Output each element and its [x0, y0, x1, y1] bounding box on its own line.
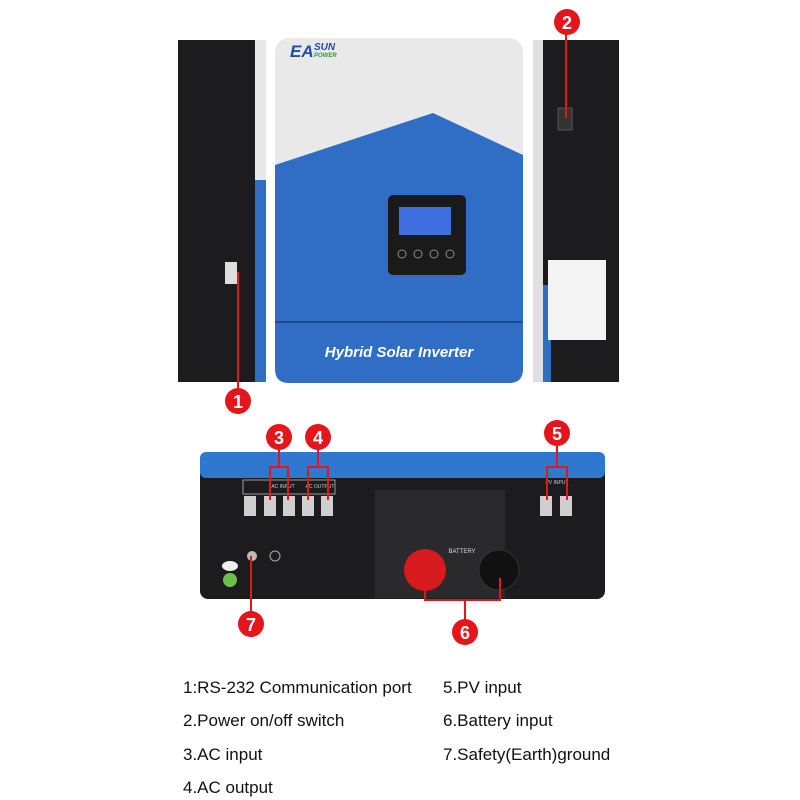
callout-2: 2 [554, 9, 580, 35]
svg-text:AC OUTPUT: AC OUTPUT [306, 484, 335, 490]
right-side-view [533, 30, 619, 382]
legend-item-ac-input: 3.AC input [183, 745, 263, 764]
spec-label [548, 260, 606, 340]
svg-text:1: 1 [233, 392, 243, 412]
svg-text:AC INPUT: AC INPUT [271, 484, 294, 490]
front-label: Hybrid Solar Inverter [325, 344, 475, 361]
brand-logo: EA [290, 42, 314, 61]
svg-text:2: 2 [562, 13, 572, 33]
callout-3: 3 [266, 424, 292, 450]
svg-text:3: 3 [274, 428, 284, 448]
left-side-view [178, 40, 266, 390]
svg-text:7: 7 [246, 615, 256, 635]
svg-text:5: 5 [552, 424, 562, 444]
rs232-port [225, 262, 237, 284]
svg-text:BATTERY: BATTERY [448, 549, 475, 555]
callout-1: 1 [225, 388, 251, 414]
callout-6: 6 [452, 619, 478, 645]
bottom-view: AC INPUT AC OUTPUT PV INPUT BATTERY [200, 445, 605, 620]
legend-item-pv-input: 5.PV input [443, 678, 522, 697]
legend-item-rs232: 1:RS-232 Communication port [183, 678, 412, 697]
legend-item-ac-output: 4.AC output [183, 778, 273, 797]
callout-5: 5 [544, 420, 570, 446]
svg-text:PV INPUT: PV INPUT [545, 480, 568, 486]
svg-text:SUN: SUN [314, 42, 336, 53]
svg-text:6: 6 [460, 623, 470, 643]
legend-item-ground: 7.Safety(Earth)ground [443, 745, 611, 764]
svg-text:4: 4 [313, 428, 323, 448]
legend-item-power-switch: 2.Power on/off switch [183, 711, 345, 730]
callout-7: 7 [238, 611, 264, 637]
front-view: EA SUN POWER Hybrid Solar Inverter [275, 38, 523, 383]
callout-4: 4 [305, 424, 331, 450]
svg-text:POWER: POWER [314, 53, 337, 59]
lcd-screen [399, 207, 451, 235]
legend-item-battery-input: 6.Battery input [443, 711, 553, 730]
battery-positive-terminal [404, 549, 446, 591]
